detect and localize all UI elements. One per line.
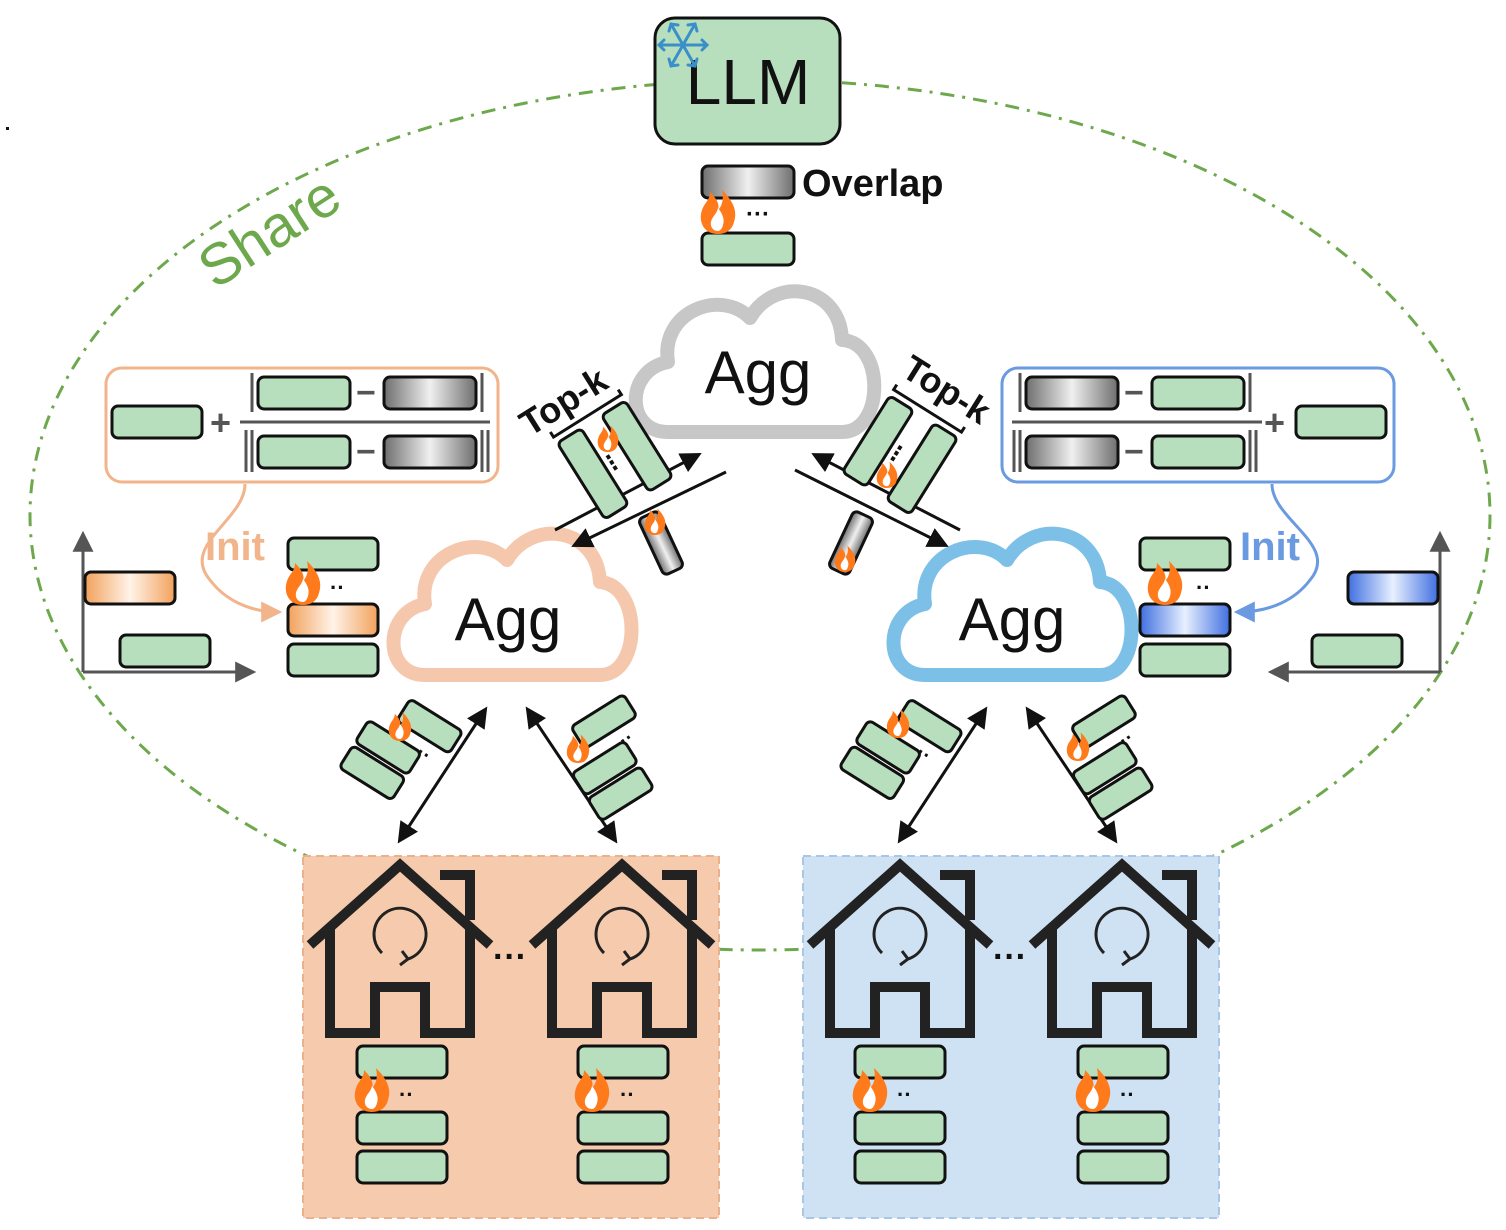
flame-icon — [285, 561, 321, 605]
cycle-arrow-icon — [372, 906, 428, 967]
house-icon — [1028, 858, 1216, 1038]
flame-icon — [876, 461, 898, 488]
global-agg-label: Agg — [705, 339, 812, 406]
left-init-label: Init — [205, 525, 265, 569]
flame-icon — [1147, 561, 1183, 605]
svg-text:··: ·· — [620, 1082, 635, 1107]
client-adapter-stack: ·· — [355, 1044, 449, 1185]
topk-adapters-right: ⋮ — [842, 383, 966, 514]
flame-icon — [354, 1068, 390, 1112]
flame-icon — [388, 712, 412, 741]
client-upload-adapters: ·· — [1071, 694, 1154, 821]
arrow-left-up — [554, 453, 702, 532]
overlap-adapter — [700, 164, 796, 200]
svg-text:+: + — [1264, 402, 1285, 443]
share-ring — [28, 78, 1492, 952]
left-agg-cloud — [386, 526, 639, 682]
flame-icon — [1075, 1068, 1111, 1112]
cycle-arrow-icon — [872, 906, 928, 967]
client-adapter-stack: ·· — [853, 1044, 947, 1185]
svg-text:··: ·· — [330, 575, 345, 600]
svg-text:+: + — [210, 402, 231, 443]
svg-text:−: − — [1124, 374, 1144, 412]
ellipsis: ··· — [746, 201, 770, 228]
flame-icon — [597, 425, 619, 452]
svg-text:··: ·· — [1120, 1082, 1135, 1107]
svg-text:··: ·· — [399, 1082, 414, 1107]
clients-ellipsis-right: ··· — [993, 938, 1027, 976]
client-upload-adapters: ·· — [839, 699, 963, 800]
svg-text:··: ·· — [1196, 575, 1211, 600]
arrow-right-up — [811, 453, 961, 532]
svg-text:−: − — [1124, 433, 1144, 471]
arrow-left-down — [571, 470, 727, 548]
cycle-arrow-icon — [1094, 906, 1150, 967]
llm-label: LLM — [686, 46, 811, 118]
svg-text:··: ·· — [897, 1082, 912, 1107]
arrow-right-down — [794, 468, 949, 547]
client-upload-adapters: ·· — [339, 699, 463, 800]
flame-icon — [644, 508, 666, 535]
cycle-arrow-icon — [594, 906, 650, 967]
topk-adapters-left: ⋮ — [549, 388, 673, 519]
share-label: Share — [187, 162, 352, 301]
house-icon — [528, 858, 716, 1038]
svg-text:−: − — [356, 374, 376, 412]
client-adapter-stack: ·· — [576, 1044, 670, 1185]
flame-icon — [834, 545, 856, 572]
right-agg-cloud — [886, 526, 1139, 682]
topk-label-right: Top-k — [895, 347, 998, 433]
client-adapter-stack: ·· — [1076, 1044, 1170, 1185]
flame-icon — [886, 709, 910, 738]
adapter-block — [700, 231, 796, 267]
left-init-arrow — [200, 483, 283, 623]
right-init-arrow — [1233, 483, 1319, 623]
right-agg-label: Agg — [959, 586, 1066, 653]
flame-icon — [574, 1068, 610, 1112]
svg-text:−: − — [356, 433, 376, 471]
right-init-label: Init — [1240, 525, 1300, 569]
house-icon — [806, 858, 994, 1038]
house-icon — [306, 858, 494, 1038]
left-agg-label: Agg — [455, 586, 562, 653]
flame-icon — [700, 190, 736, 234]
flame-icon — [852, 1068, 888, 1112]
flame-icon — [566, 734, 590, 763]
clients-ellipsis-left: ··· — [493, 938, 527, 976]
overlap-label: Overlap — [802, 163, 944, 205]
flame-icon — [1066, 732, 1090, 761]
global-agg-cloud — [628, 284, 882, 439]
snowflake-icon — [656, 22, 710, 68]
